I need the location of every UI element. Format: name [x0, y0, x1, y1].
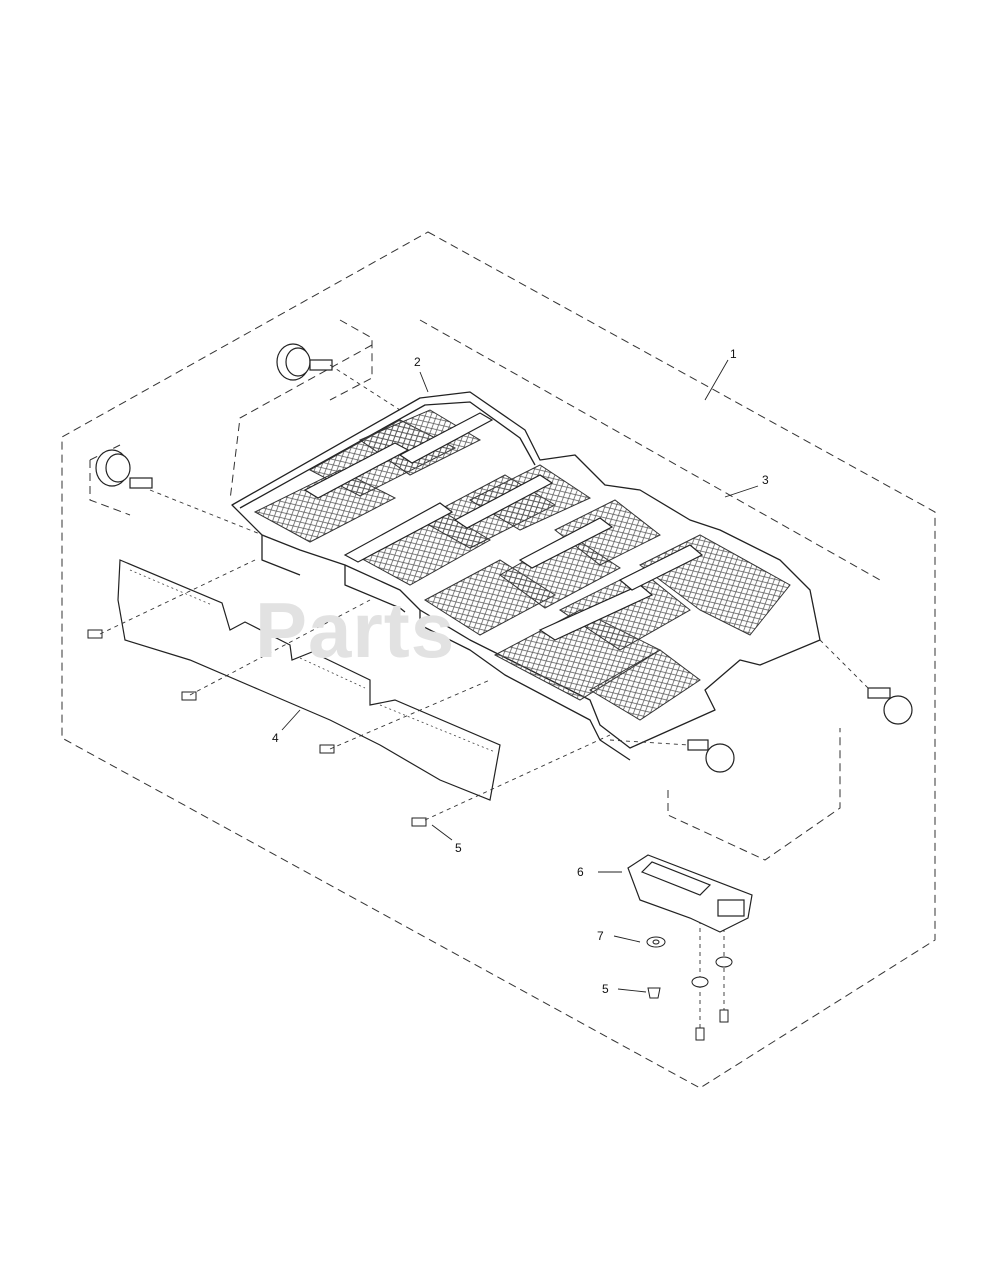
- screws: [87, 629, 427, 827]
- callout-5-upper: 5: [455, 841, 462, 855]
- foot-right: [867, 687, 913, 725]
- callout-2: 2: [414, 355, 421, 369]
- foot-box: [329, 319, 373, 401]
- callout-5-lower: 5: [602, 982, 609, 996]
- assembly-boundary: [61, 231, 936, 1089]
- callout-1: 1: [730, 347, 737, 361]
- foot-bottom-right: [687, 739, 735, 773]
- hinge-bracket: [627, 854, 753, 933]
- grate-boundary: [419, 319, 881, 581]
- foot-top-left: [276, 343, 333, 381]
- subassembly-boundary: [229, 344, 373, 501]
- deflector-plate: [117, 559, 501, 801]
- foot-left: [95, 449, 153, 489]
- watermark-text: Parts: [255, 586, 456, 674]
- grate-ribs: [303, 412, 704, 641]
- hardware: [646, 936, 733, 1041]
- foot-box-right: [667, 728, 841, 861]
- callout-3: 3: [762, 473, 769, 487]
- callout-7: 7: [597, 929, 604, 943]
- callout-4: 4: [272, 731, 279, 745]
- callout-leaders: [281, 359, 759, 993]
- callout-6: 6: [577, 865, 584, 879]
- leader-lines: [99, 364, 871, 1040]
